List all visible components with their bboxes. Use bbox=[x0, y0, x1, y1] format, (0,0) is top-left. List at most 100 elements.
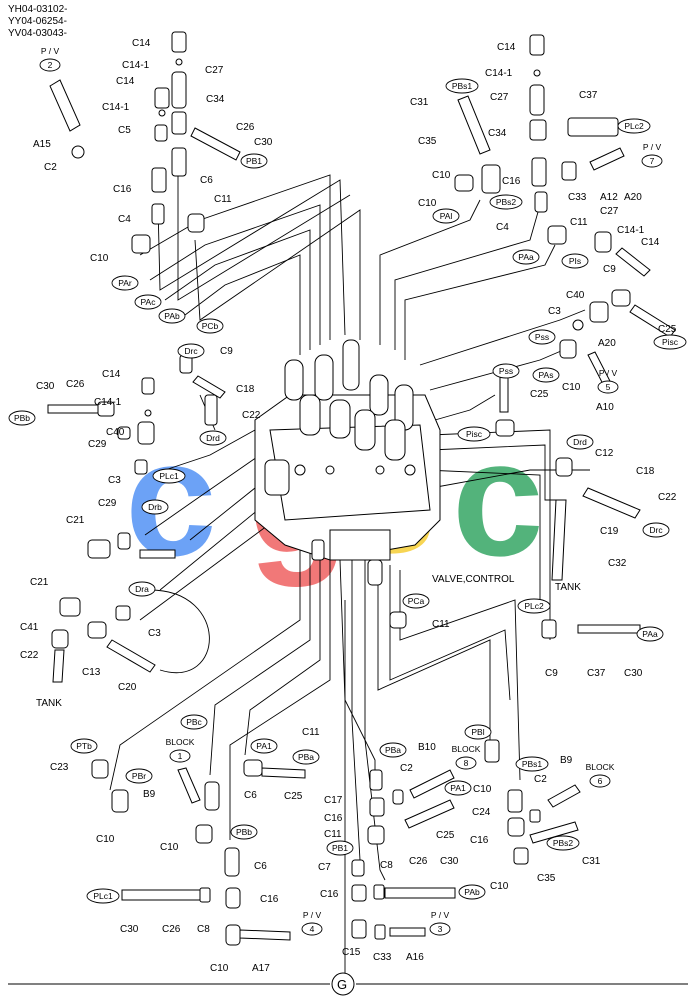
part-label: C10 bbox=[90, 253, 109, 264]
port-tag-outline bbox=[250, 738, 278, 754]
part-label: C3 bbox=[548, 306, 561, 317]
port-tag-label: PAa bbox=[518, 252, 534, 262]
part-label: C26 bbox=[162, 924, 181, 935]
port-tag-outline bbox=[86, 888, 120, 904]
pv-tag: P / V3 bbox=[429, 910, 451, 936]
port-tag-outline bbox=[180, 714, 208, 730]
block-tag-label: BLOCK bbox=[452, 744, 481, 754]
port-tag-label: PBb bbox=[14, 413, 30, 423]
part-label: C17 bbox=[324, 795, 343, 806]
port-tag-label: Pss bbox=[535, 332, 549, 342]
part-label: C16 bbox=[502, 176, 521, 187]
part-label: C15 bbox=[342, 947, 361, 958]
part-label: C10 bbox=[432, 170, 451, 181]
port-tag-label: PLc2 bbox=[524, 601, 544, 611]
part-label: C16 bbox=[470, 835, 489, 846]
part-label: C32 bbox=[608, 558, 627, 569]
part-label: C10 bbox=[418, 198, 437, 209]
port-tag-outline bbox=[492, 363, 520, 379]
footer-section-letter: G bbox=[337, 977, 347, 992]
port-tag-outline bbox=[546, 835, 580, 851]
part-label: C27 bbox=[600, 206, 619, 217]
port-tag-label: PBa bbox=[385, 745, 401, 755]
part-label: C4 bbox=[118, 214, 131, 225]
port-tag-label: Drd bbox=[206, 433, 220, 443]
port-tag-label: Pisc bbox=[466, 429, 483, 439]
port-tag: PAs bbox=[532, 367, 560, 383]
port-tag-outline bbox=[128, 581, 156, 597]
pv-tag: P / V 7 bbox=[641, 142, 663, 168]
part-label: C31 bbox=[410, 97, 429, 108]
pv-tag: P / V5 bbox=[597, 368, 619, 394]
port-tag: PIs bbox=[561, 253, 589, 269]
port-tag-outline bbox=[230, 824, 258, 840]
part-label: C2 bbox=[534, 774, 547, 785]
port-tag: PAa bbox=[512, 249, 540, 265]
part-label: C30 bbox=[624, 668, 643, 679]
pv-tag: P / V2 bbox=[39, 46, 61, 72]
port-tag: PCa bbox=[402, 593, 430, 609]
port-tag-label: PTb bbox=[76, 741, 92, 751]
part-label: C22 bbox=[242, 410, 261, 421]
part-label: C6 bbox=[200, 175, 213, 186]
port-tag: PLc1 bbox=[152, 468, 186, 484]
part-label: C27 bbox=[490, 92, 509, 103]
port-tag: PBa bbox=[292, 749, 320, 765]
port-tag-outline bbox=[653, 334, 687, 350]
port-tag-label: Drb bbox=[148, 502, 162, 512]
port-tag-label: PCb bbox=[202, 321, 219, 331]
part-label: C6 bbox=[244, 790, 257, 801]
port-tag: PBs1 bbox=[445, 78, 479, 94]
port-tag-outline bbox=[458, 884, 486, 900]
port-tag-label: PBs1 bbox=[522, 759, 543, 769]
part-label: C20 bbox=[118, 682, 137, 693]
part-label: C23 bbox=[50, 762, 69, 773]
pv-tag-number: 7 bbox=[650, 156, 655, 166]
part-label: C11 bbox=[302, 727, 320, 738]
port-tag-label: PB1 bbox=[332, 843, 348, 853]
part-label: A20 bbox=[598, 338, 616, 349]
port-tag-outline bbox=[532, 367, 560, 383]
part-label: C14-1 bbox=[122, 60, 150, 71]
pv-tag-label: P / V bbox=[431, 910, 450, 920]
part-label: C37 bbox=[579, 90, 598, 101]
port-tag-outline bbox=[444, 780, 472, 796]
hose-routing-lines bbox=[109, 150, 590, 985]
part-label: C10 bbox=[160, 842, 179, 853]
model-code-line: YH04-03102- bbox=[8, 4, 68, 15]
port-tag: Drd bbox=[566, 434, 594, 450]
part-label: C6 bbox=[254, 861, 267, 872]
port-tag-outline bbox=[292, 749, 320, 765]
port-tag-outline bbox=[134, 294, 162, 310]
part-label: C35 bbox=[418, 136, 437, 147]
port-tag: PAb bbox=[458, 884, 486, 900]
pv-tag-label: P / V bbox=[643, 142, 662, 152]
port-tag: PBc bbox=[180, 714, 208, 730]
part-label: C10 bbox=[490, 881, 509, 892]
part-label: C27 bbox=[205, 65, 224, 76]
footer: G bbox=[8, 972, 688, 996]
port-tag: Pss bbox=[528, 329, 556, 345]
part-label: C11 bbox=[214, 194, 232, 205]
fittings bbox=[47, 31, 676, 946]
part-label: C26 bbox=[409, 856, 428, 867]
port-tag: PB1 bbox=[240, 153, 268, 169]
block-tag-label: BLOCK bbox=[586, 762, 615, 772]
part-label: A10 bbox=[596, 402, 614, 413]
port-tag-label: Pisc bbox=[662, 337, 679, 347]
port-tag-outline bbox=[70, 738, 98, 754]
part-label: C7 bbox=[318, 862, 331, 873]
part-label: C14-1 bbox=[102, 102, 130, 113]
part-label: A20 bbox=[624, 192, 642, 203]
port-tag-label: PA1 bbox=[256, 741, 272, 751]
part-label: C29 bbox=[98, 498, 117, 509]
port-tag-label: PAr bbox=[118, 278, 132, 288]
part-label: C25 bbox=[658, 324, 677, 335]
pv-tag-outline bbox=[39, 58, 61, 72]
part-label: C19 bbox=[600, 526, 619, 537]
part-label: C21 bbox=[66, 515, 85, 526]
port-tag-outline bbox=[528, 329, 556, 345]
pv-tag: P / V4 bbox=[301, 910, 323, 936]
pv-tag-outline bbox=[641, 154, 663, 168]
